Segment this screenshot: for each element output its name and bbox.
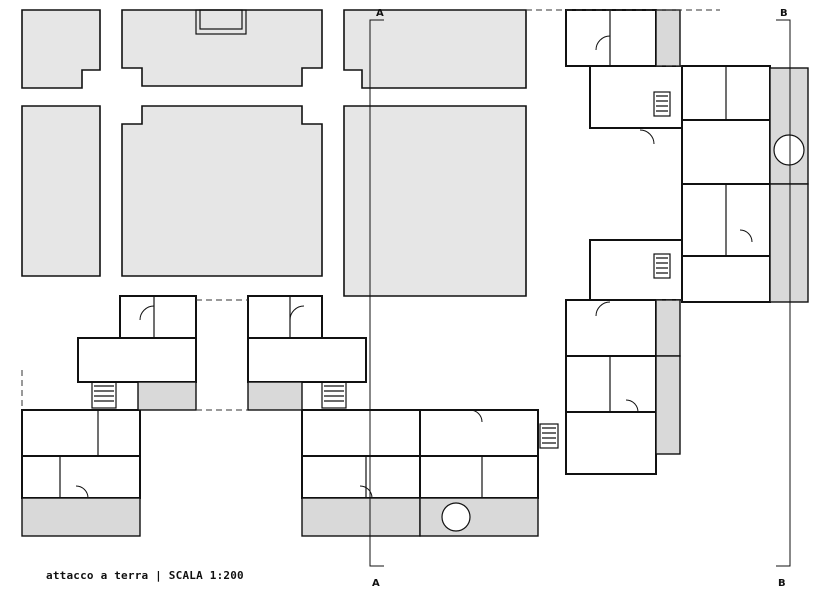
section-mark-b-bottom: B	[778, 578, 786, 589]
section-mark-a-top: A	[376, 8, 384, 19]
terrace-strip	[769, 183, 809, 303]
terrace-strip	[247, 381, 303, 411]
terrace-strip	[21, 497, 141, 537]
terrace-strip	[655, 355, 681, 455]
terrace-strip	[301, 497, 421, 537]
room	[565, 411, 657, 475]
room	[21, 409, 141, 457]
terrace-strip	[137, 381, 197, 411]
garden-blocks	[21, 9, 527, 297]
section-line-a: A A	[369, 8, 384, 589]
garden-inner-square	[199, 9, 243, 30]
garden-block	[121, 105, 323, 277]
terrace-strip	[655, 9, 681, 67]
garden-block	[343, 105, 527, 297]
terrace-strip	[655, 299, 681, 357]
garden-block	[121, 9, 323, 87]
section-mark-b-top: B	[780, 8, 788, 19]
stair	[653, 91, 671, 117]
stair	[321, 381, 347, 409]
room	[681, 119, 771, 185]
building-left-cluster	[21, 295, 197, 537]
stair	[539, 423, 559, 449]
section-mark-a-bottom: A	[372, 578, 380, 589]
building-right-cluster	[539, 9, 809, 475]
section-line-b: B B	[776, 8, 791, 589]
room	[565, 299, 657, 357]
stair	[91, 381, 117, 409]
tree-symbol	[773, 134, 805, 166]
room	[589, 65, 683, 129]
room	[77, 337, 197, 383]
drawing-caption: attacco a terra | SCALA 1:200	[46, 569, 244, 582]
garden-block	[343, 9, 527, 89]
building-centre-cluster	[247, 295, 539, 537]
room	[247, 295, 323, 339]
room	[419, 409, 539, 457]
room	[681, 255, 771, 303]
terrace-strip	[769, 67, 809, 185]
room	[21, 455, 141, 499]
garden-block	[21, 105, 101, 277]
room	[119, 295, 197, 339]
covered-walkways	[21, 9, 720, 411]
room	[301, 409, 421, 457]
room	[419, 455, 539, 499]
stair	[653, 253, 671, 279]
room	[301, 455, 421, 499]
room	[247, 337, 367, 383]
tree-symbol	[441, 502, 471, 532]
room	[565, 355, 657, 413]
room	[565, 9, 657, 67]
terrace-strip	[419, 497, 539, 537]
room	[589, 239, 683, 301]
garden-block	[21, 9, 101, 89]
